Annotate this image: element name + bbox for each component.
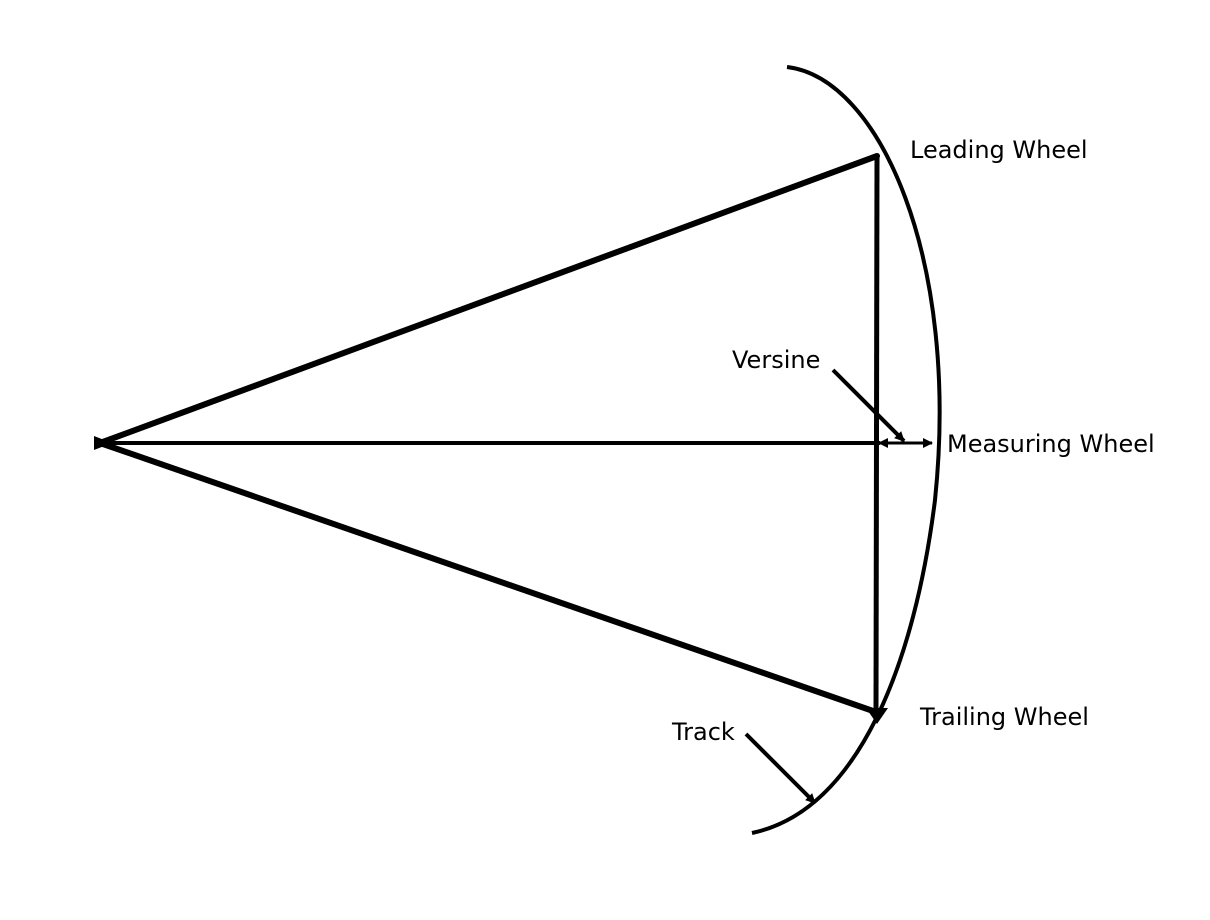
trailing-wheel-label: Trailing Wheel (919, 703, 1089, 731)
versine-leader-arrow (831, 368, 906, 443)
track-label: Track (671, 718, 735, 746)
radius-leading-line (97, 153, 880, 446)
chord-line (873, 155, 880, 713)
radius-trailing-line (97, 440, 879, 715)
trailing-wheel-point (866, 708, 888, 724)
centre-point (94, 436, 112, 450)
measuring-wheel-label: Measuring Wheel (947, 430, 1155, 458)
track-leader-arrow (744, 732, 817, 805)
versine-label: Versine (732, 346, 820, 374)
leading-wheel-label: Leading Wheel (910, 136, 1088, 164)
track-arc (751, 65, 942, 835)
